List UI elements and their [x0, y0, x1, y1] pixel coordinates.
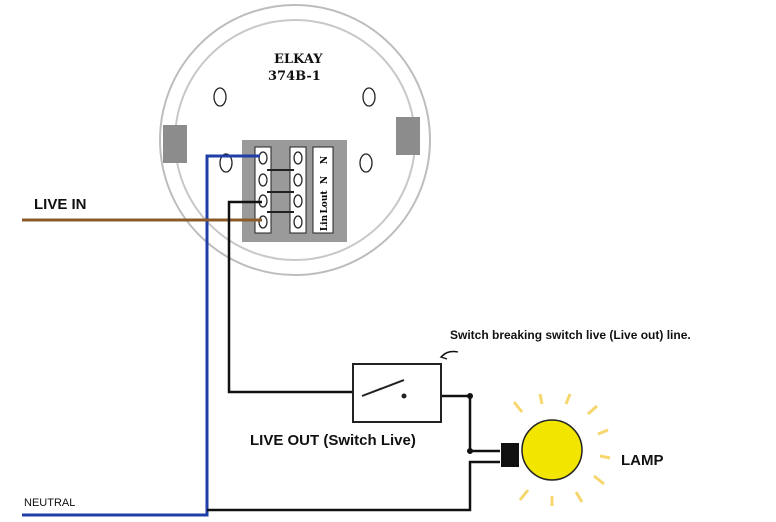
terminal-label: Lin — [320, 214, 330, 231]
terminal-screw — [293, 151, 303, 165]
neutral-lamp-wire — [207, 460, 500, 512]
fitting-lug-right — [396, 117, 420, 155]
terminal-screw — [258, 173, 268, 187]
terminal-block: N N Lout Lin — [242, 140, 347, 242]
junction-dot — [467, 448, 473, 454]
neutral-wire — [22, 154, 260, 517]
terminal-label: N — [320, 156, 330, 164]
terminal-label: Lout — [320, 190, 330, 214]
junction-dot — [467, 393, 473, 399]
fitting-brand: ELKAY — [274, 52, 323, 67]
lamp-bulb — [501, 393, 611, 506]
fitting-lug-left — [163, 125, 187, 163]
live-in-label: LIVE IN — [34, 196, 87, 213]
terminal-label-plate — [312, 146, 334, 234]
mounting-hole — [362, 87, 376, 107]
fitting-outer-ring — [159, 4, 431, 276]
terminal-screw — [293, 194, 303, 208]
switch-box — [352, 363, 442, 423]
bulb-cap — [501, 443, 519, 467]
mounting-hole — [213, 87, 227, 107]
mounting-hole — [359, 153, 373, 173]
terminal-label: N — [320, 176, 330, 184]
lamp-label: LAMP — [621, 452, 664, 469]
terminal-screw — [258, 151, 268, 165]
fitting-model: 374B-1 — [268, 69, 321, 84]
terminal-screw — [293, 215, 303, 229]
switch-terminal — [401, 393, 407, 399]
ceiling-fitting — [159, 4, 431, 276]
switch-note: Switch breaking switch live (Live out) l… — [450, 328, 691, 342]
terminal-screw — [258, 215, 268, 229]
switch-contact — [361, 379, 405, 397]
terminal-screw — [293, 173, 303, 187]
note-arrowhead — [439, 352, 448, 360]
neutral-label: NEUTRAL — [24, 497, 76, 509]
switch — [352, 363, 442, 423]
bulb-glass — [521, 419, 583, 481]
terminal-strip-right — [289, 146, 307, 234]
lamp-rays — [512, 393, 611, 506]
live-out-wire — [227, 200, 358, 394]
mounting-hole — [219, 153, 233, 173]
live-out-label: LIVE OUT (Switch Live) — [250, 432, 416, 449]
